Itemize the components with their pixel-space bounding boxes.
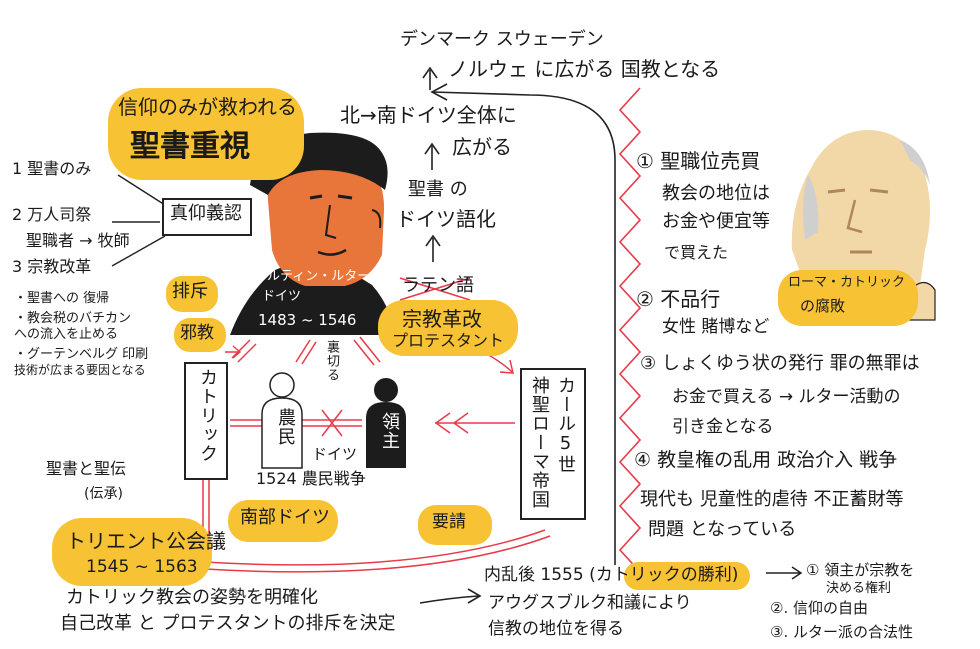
tradition-line1: 聖書と聖伝 bbox=[46, 459, 127, 478]
faith-line1: 信仰のみが救われる bbox=[118, 95, 297, 119]
result-3: ③. ルター派の合法性 bbox=[770, 623, 913, 641]
red-line-luther-catholic-b bbox=[237, 343, 257, 363]
reformation-line1: 宗教革改 bbox=[402, 307, 482, 331]
bullet-5: 技術が広まる要因となる bbox=[14, 363, 146, 377]
augsburg-line3: 信教の地位を得る bbox=[488, 619, 624, 639]
trent-line1: トリエント公会議 bbox=[66, 529, 226, 553]
highlight-heresy bbox=[174, 318, 226, 352]
heresy-text: 邪教 bbox=[180, 323, 214, 343]
red-line-luther-peasants-a bbox=[295, 339, 311, 363]
list-item-2-sub: 聖職者 → 牧師 bbox=[26, 231, 130, 250]
highlight-trent bbox=[52, 518, 212, 586]
charles-box bbox=[520, 368, 586, 520]
peasant-figure bbox=[261, 372, 303, 469]
red-line-luther-catholic-a bbox=[231, 339, 251, 359]
highlight-faith bbox=[108, 88, 304, 180]
red-line-trent-charles-b bbox=[204, 535, 551, 573]
list-connector-3 bbox=[111, 235, 166, 267]
red-zigzag-divider bbox=[618, 87, 642, 573]
right-item-2-a: 女性 賭博など bbox=[662, 317, 770, 337]
lord-figure bbox=[366, 378, 406, 468]
right-item-3-b: 引き金となる bbox=[672, 417, 774, 437]
luther-name: マルティン・ルター bbox=[254, 269, 371, 284]
right-item-3-a: お金で買える → ルター活動の bbox=[672, 387, 901, 407]
arrow-head-nordic bbox=[430, 83, 448, 101]
catholic-stance-line1: カトリック教会の姿勢を明確化 bbox=[66, 587, 318, 608]
augsburg-line2: アウグスブルク和議により bbox=[488, 593, 692, 613]
pope-caption-line2: の腐敗 bbox=[800, 297, 846, 315]
bullet-3: への流入を止める bbox=[14, 327, 119, 342]
countries-text: デンマーク スウェーデン bbox=[400, 29, 604, 50]
exclude-text: 排斥 bbox=[172, 281, 208, 302]
latin-text: ラテン語 bbox=[402, 275, 474, 296]
request-text: 要請 bbox=[432, 512, 466, 532]
red-arrow-heresy bbox=[225, 345, 242, 359]
red-line-trent-charles-a bbox=[204, 529, 546, 566]
red-cross-mark bbox=[321, 409, 343, 437]
bullet-4: ・グーテンベルグ 印刷 bbox=[14, 347, 149, 362]
red-arrow-lords-charles bbox=[434, 412, 515, 434]
right-item-4-a: 現代も 児童性的虐待 不正蓄財等 bbox=[640, 489, 904, 510]
right-item-1-c: で買えた bbox=[664, 243, 729, 262]
list-item-2: 2 万人司祭 bbox=[12, 205, 92, 224]
south-germany-text: 南部ドイツ bbox=[240, 507, 330, 528]
charles-text: カール5世 bbox=[555, 376, 576, 474]
peasants-text: 農民 bbox=[275, 408, 296, 446]
latin-strike-b bbox=[399, 277, 471, 301]
right-item-1-a: 教会の地位は bbox=[662, 183, 770, 204]
augsburg-line1: 内乱後 1555 (カトリックの勝利) bbox=[484, 565, 739, 585]
right-item-3: ③ しょくゆう状の発行 罪の無罪は bbox=[640, 353, 920, 374]
luther-years: 1483 ~ 1546 bbox=[258, 311, 357, 329]
result-1: ① 領主が宗教を bbox=[806, 561, 915, 579]
highlight-south-germany bbox=[228, 500, 338, 542]
red-line-betray-b bbox=[359, 336, 381, 363]
highlight-request bbox=[418, 505, 492, 545]
right-item-1-b: お金や便宜等 bbox=[662, 211, 770, 232]
list-item-1: 1 聖書のみ bbox=[12, 159, 92, 178]
highlight-pope-caption bbox=[778, 270, 918, 326]
luther-country: ドイツ bbox=[262, 289, 302, 304]
arrow-up-south-head bbox=[424, 142, 440, 155]
right-item-2: ② 不品行 bbox=[636, 287, 721, 311]
nordic-spread-text: ノルウェ に広がる 国教となる bbox=[448, 57, 721, 81]
faith-line2: 聖書重視 bbox=[130, 129, 250, 164]
reformation-line2: プロテスタント bbox=[392, 331, 505, 350]
arrow-up-nordic-head bbox=[422, 66, 438, 79]
germany-spread-line1: 北→南ドイツ全体に bbox=[340, 103, 517, 127]
lords-text: 領主 bbox=[379, 412, 400, 450]
true-faith-box bbox=[162, 198, 252, 236]
right-item-4-b: 問題 となっている bbox=[648, 519, 797, 540]
true-faith-text: 真仰義認 bbox=[170, 203, 242, 224]
red-line-luther-peasants-b bbox=[301, 341, 317, 365]
trent-line2: 1545 ~ 1563 bbox=[86, 557, 198, 577]
bible-german-line1: 聖書 の bbox=[408, 179, 468, 200]
arrow-line-to-nordic bbox=[431, 91, 616, 565]
arrow-to-augsburg bbox=[419, 588, 482, 604]
pope-caption-line1: ローマ・カトリック bbox=[788, 275, 906, 290]
highlight-catholic-victory bbox=[624, 562, 750, 590]
arrow-up-bible-head bbox=[425, 234, 441, 247]
bible-german-line2: ドイツ語化 bbox=[396, 207, 496, 231]
hre-text: 神聖ローマ帝国 bbox=[529, 376, 550, 509]
highlight-exclude bbox=[166, 276, 218, 312]
catholic-box bbox=[184, 362, 228, 480]
bullet-2: ・教会税のバチカン bbox=[14, 311, 132, 326]
list-item-3: 3 宗教改革 bbox=[12, 257, 92, 276]
betray-text: 裏切る bbox=[324, 340, 339, 382]
right-item-4: ④ 教皇権の乱用 政治介入 戦争 bbox=[634, 449, 898, 471]
germany-spread-line2: 広がる bbox=[452, 135, 512, 159]
highlight-reformation bbox=[378, 300, 518, 356]
peasants-war-text: 1524 農民戦争 bbox=[256, 469, 366, 488]
germany-text: ドイツ bbox=[312, 445, 358, 463]
arrow-to-results bbox=[766, 566, 803, 580]
result-2: ②. 信仰の自由 bbox=[770, 599, 868, 617]
catholic-text: カトリック bbox=[197, 368, 218, 463]
red-line-betray-a bbox=[353, 339, 375, 366]
list-connector-1 bbox=[117, 174, 166, 206]
catholic-stance-line2: 自己改革 と プロテスタントの排斥を決定 bbox=[60, 613, 396, 634]
result-1-sub: 決める権利 bbox=[826, 581, 892, 596]
tradition-line2: (伝承) bbox=[84, 486, 123, 502]
right-item-1: ① 聖職位売買 bbox=[636, 149, 761, 173]
bullet-1: ・聖書への 復帰 bbox=[14, 291, 110, 306]
